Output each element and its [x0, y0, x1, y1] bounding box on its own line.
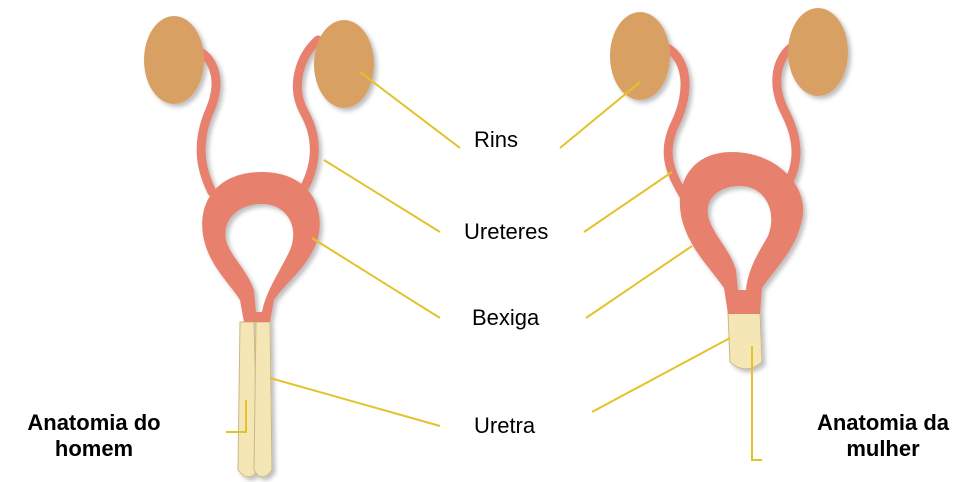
title-female-line1: Anatomia da — [800, 410, 966, 436]
leader-bexiga-female — [586, 246, 692, 318]
female-kidney-right — [788, 8, 848, 96]
male-urethra — [238, 322, 272, 477]
leader-rins-male — [360, 72, 460, 148]
male-anatomy — [144, 16, 374, 477]
label-ureteres: Ureteres — [464, 219, 548, 245]
leader-uretra-male — [270, 378, 440, 426]
label-uretra: Uretra — [474, 413, 535, 439]
female-kidney-left — [610, 12, 670, 100]
male-kidney-right — [314, 20, 374, 108]
label-rins: Rins — [474, 127, 518, 153]
leader-rins-female — [560, 82, 640, 148]
title-male-line1: Anatomia do — [4, 410, 184, 436]
title-male-line2: homem — [4, 436, 184, 462]
male-bladder — [202, 172, 320, 322]
leader-bexiga-male — [312, 238, 440, 318]
leader-ureteres-male — [324, 160, 440, 232]
male-kidney-left — [144, 16, 204, 104]
title-male: Anatomia do homem — [4, 410, 184, 462]
female-urethra — [728, 312, 762, 369]
leader-ureteres-female — [584, 172, 672, 232]
title-female-line2: mulher — [800, 436, 966, 462]
female-bladder — [680, 152, 803, 314]
label-bexiga: Bexiga — [472, 305, 539, 331]
leader-uretra-female — [592, 338, 730, 412]
title-female: Anatomia da mulher — [800, 410, 966, 462]
female-anatomy — [610, 8, 848, 369]
